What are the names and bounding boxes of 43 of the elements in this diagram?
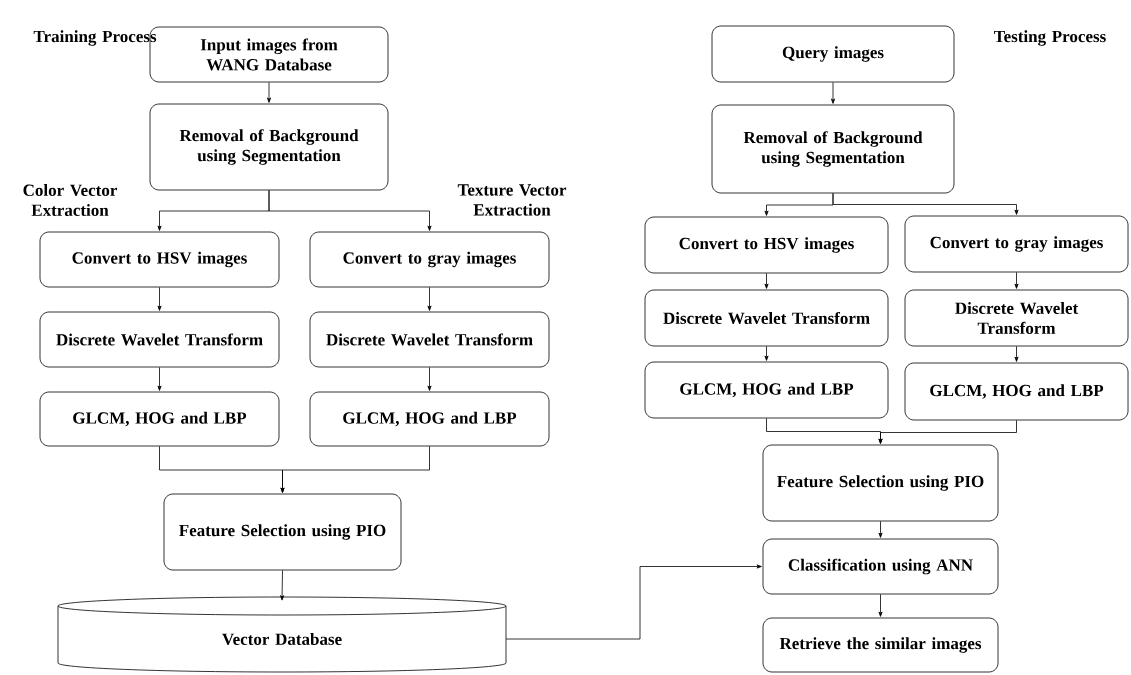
arrow xyxy=(267,82,271,103)
arrow xyxy=(427,367,432,391)
process-box: GLCM, HOG and LBP xyxy=(904,362,1129,421)
process-box: Convert to HSV images xyxy=(39,231,280,288)
process-box: Retrieve the similar images xyxy=(762,617,999,673)
process-box: GLCM, HOG and LBP xyxy=(39,391,280,447)
arrow xyxy=(831,82,835,104)
arrow xyxy=(157,287,162,311)
process-box: Removal of Background using Segmentation xyxy=(149,103,389,191)
process-box: GLCM, HOG and LBP xyxy=(309,391,550,447)
process-box: Feature Selection using PIO xyxy=(762,444,999,522)
process-box: Discrete Wavelet Transform xyxy=(904,289,1129,347)
arrow xyxy=(878,420,1017,444)
arrow xyxy=(268,190,432,231)
arrow xyxy=(764,273,769,289)
arrow xyxy=(1014,346,1019,362)
arrow xyxy=(1014,272,1019,289)
arrow xyxy=(878,521,883,538)
arrow xyxy=(878,594,883,617)
section-heading: Testing Process xyxy=(994,30,1106,46)
arrow xyxy=(280,570,285,601)
process-box: Convert to gray images xyxy=(904,215,1129,273)
arrow xyxy=(427,287,432,311)
arrow xyxy=(505,564,762,640)
process-box: Removal of Background using Segmentation xyxy=(711,104,955,194)
arrow xyxy=(764,346,769,361)
arrow xyxy=(157,367,162,391)
arrow xyxy=(280,446,430,493)
process-box: Discrete Wavelet Transform xyxy=(644,289,889,347)
process-box: Query images xyxy=(711,25,955,83)
arrow xyxy=(832,193,1019,215)
node-label: Vector Database xyxy=(222,632,342,646)
database-cylinder: Vector Database xyxy=(57,596,507,673)
process-box: Classification using ANN xyxy=(762,538,999,595)
process-box: Feature Selection using PIO xyxy=(163,493,402,571)
section-heading: Training Process xyxy=(33,30,157,46)
process-box: GLCM, HOG and LBP xyxy=(644,361,889,419)
process-box: Discrete Wavelet Transform xyxy=(309,311,550,368)
process-box: Convert to gray images xyxy=(309,231,550,288)
section-heading: Texture Vector Extraction xyxy=(457,184,567,216)
process-box: Convert to HSV images xyxy=(644,216,889,274)
process-box: Discrete Wavelet Transform xyxy=(39,311,280,368)
section-heading: Color Vector Extraction xyxy=(23,184,117,216)
